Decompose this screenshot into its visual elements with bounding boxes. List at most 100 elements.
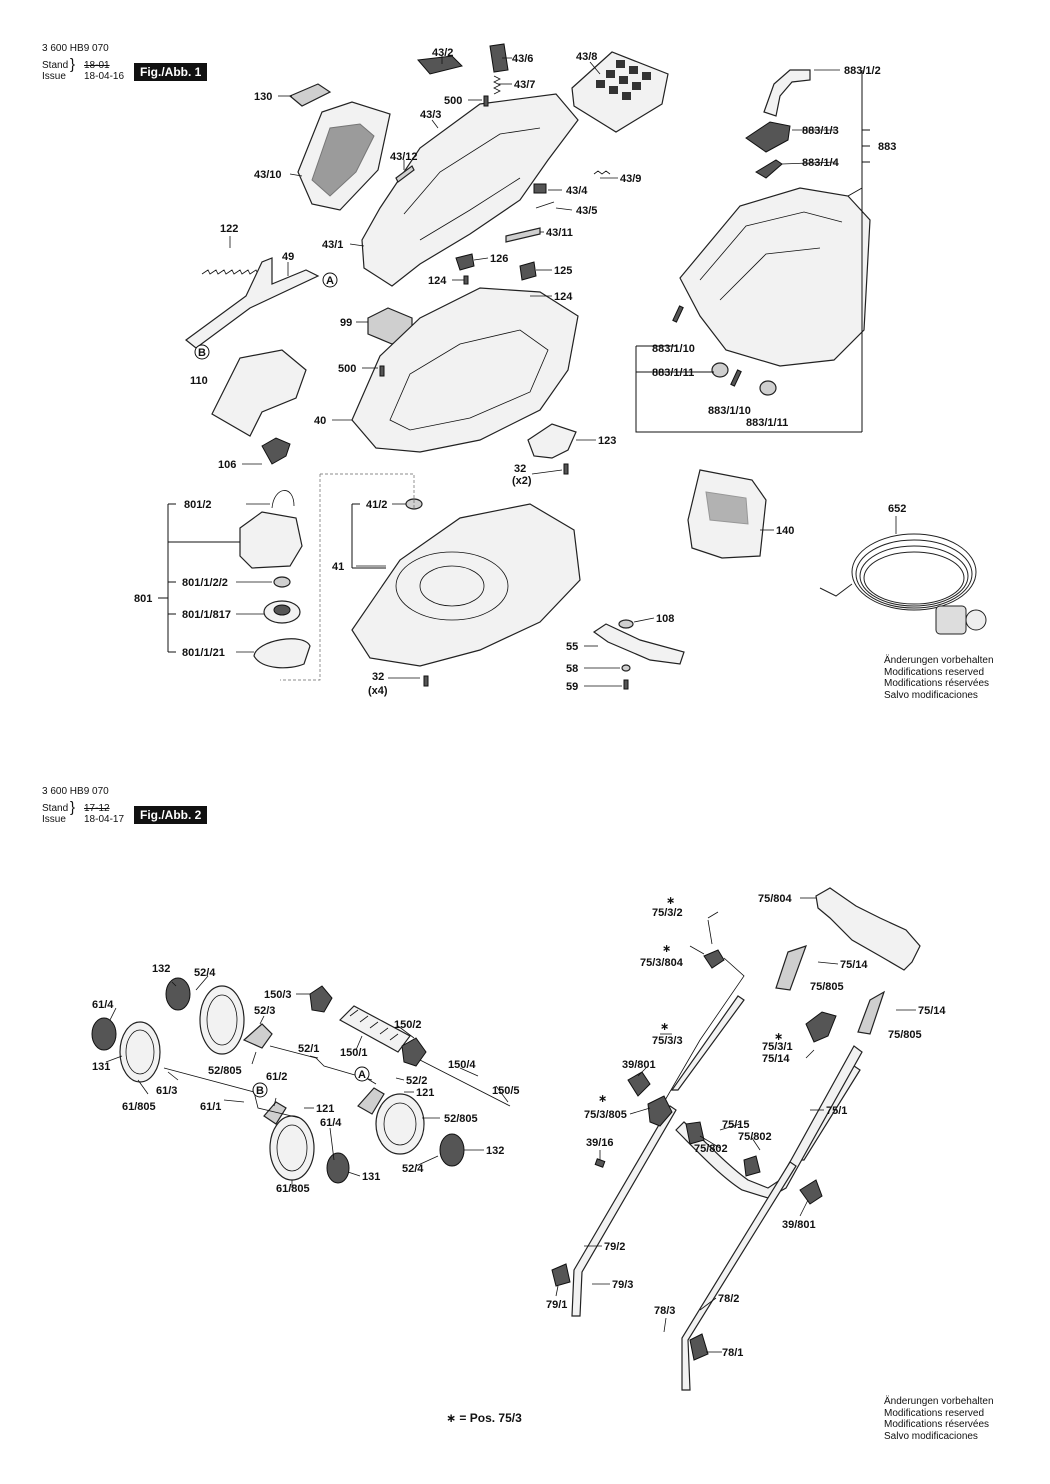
callout: 883/1/11 [746,417,788,429]
callout: 801/1/21 [182,647,225,659]
callout: 49 [282,251,294,263]
notice-line: Salvo modificaciones [884,1430,978,1442]
callout: 43/7 [514,79,535,91]
callout: 122 [220,223,238,235]
callout: 43/11 [546,227,573,239]
callout: 801/1/817 [182,609,231,621]
mower-deck-icon [351,503,581,667]
belt-icon [253,638,311,669]
callout: (x2) [512,475,532,487]
callout: 75/805 [810,981,844,993]
callout: 61/805 [276,1183,310,1195]
callout: 59 [566,681,578,693]
callout: 43/2 [432,47,453,59]
handle-top-icon [815,887,921,971]
deck-detail-icon [395,551,509,621]
assembly-outline [280,473,415,681]
grass-box-detail-icon [699,211,843,301]
callout: 883/1/10 [708,405,751,417]
box-flap-icon [745,121,791,153]
fig1-stand-label: Stand [42,60,69,71]
callout: 52/1 [298,1043,319,1055]
battery-icon [687,469,767,559]
spring-icon [593,170,611,175]
rear-flap-icon [211,349,307,437]
quick-release-lever-icon [799,1179,823,1205]
callout: 75/805 [888,1029,922,1041]
hub-cap-icon [165,977,191,1011]
callout: 52/3 [254,1005,275,1017]
strip-icon [505,227,541,243]
callout: 150/1 [340,1047,368,1059]
screw-icon [423,675,429,687]
callout: 75/3/2 [652,907,683,919]
callout: 78/3 [654,1305,675,1317]
callout: 108 [656,613,674,625]
strip-icon [395,165,415,183]
cap-icon [759,380,777,396]
reference-circle-a [354,1066,370,1082]
motor-cable-icon [271,490,295,509]
handle-bow-icon [675,1045,863,1199]
fig2-parts [91,887,921,1391]
wheel-tread-icon [276,1124,308,1172]
fig2-stand-value: 17-12 [84,803,110,814]
fig1-issue-label: Issue [42,71,66,82]
deck-detail-icon [419,565,485,607]
callout: 140 [776,525,794,537]
notice-line: Modifications réservées [884,678,990,689]
callout: 61/4 [92,999,114,1011]
callout: 61/2 [266,1071,287,1083]
lower-housing-icon [351,287,579,453]
roller-end-icon [309,985,333,1013]
callout: 79/1 [546,1299,567,1311]
callout: 121 [416,1087,434,1099]
callout: 52/4 [402,1163,424,1175]
fig2-leaders [105,897,916,1353]
blade-icon [592,623,685,665]
callout: 75/1 [826,1105,847,1117]
callout: 39/801 [782,1219,816,1231]
callout: 500 [338,363,356,375]
callout: 75/15 [722,1119,750,1131]
callout: 75/804 [758,893,793,905]
callout: 61/1 [200,1101,221,1113]
latch-icon [489,43,509,73]
modifications-notice: Änderungen vorbehalten Modifications res… [884,1396,994,1442]
fig2-stand-label: Stand [42,803,69,814]
callout: 43/8 [576,51,597,63]
callout: 75/802 [694,1143,728,1155]
callout: 75/14 [762,1053,790,1065]
callout: 43/1 [322,239,343,251]
wheel-icon [375,1093,425,1155]
notice-line: Änderungen vorbehalten [884,655,994,666]
callout: 61/4 [320,1117,342,1129]
wheel-tread-icon [206,994,238,1046]
notice-line: Änderungen vorbehalten [884,1396,994,1407]
axle-icon [163,1067,301,1119]
fig2-label: Fig./Abb. 2 [134,806,208,824]
handle-tube-icon [670,995,745,1091]
brace-icon: } [70,799,76,816]
switch-icon [261,437,291,465]
screw-icon [623,679,629,690]
handle-tube-icon [571,1105,677,1317]
clip-icon [755,159,783,179]
fig1-brackets [158,70,870,653]
handle-tube-icon [681,1161,797,1391]
battery-lid-grid-icon [596,60,651,100]
callout: (x4) [368,685,388,697]
callout: 52/805 [208,1065,242,1077]
quick-release-lever-icon [627,1071,651,1097]
clip-icon [417,55,463,75]
callout: 110 [190,375,208,387]
fig1-parts [185,43,987,690]
washer-icon [621,664,631,672]
notice-line: Modifications reserved [884,1407,985,1419]
callout: 75/14 [918,1005,946,1017]
screw-icon [563,463,569,475]
callout: 43/12 [390,151,418,163]
callout: 883/1/3 [802,125,839,137]
axle-holder-icon [357,1087,385,1115]
bearing-icon [273,576,291,588]
